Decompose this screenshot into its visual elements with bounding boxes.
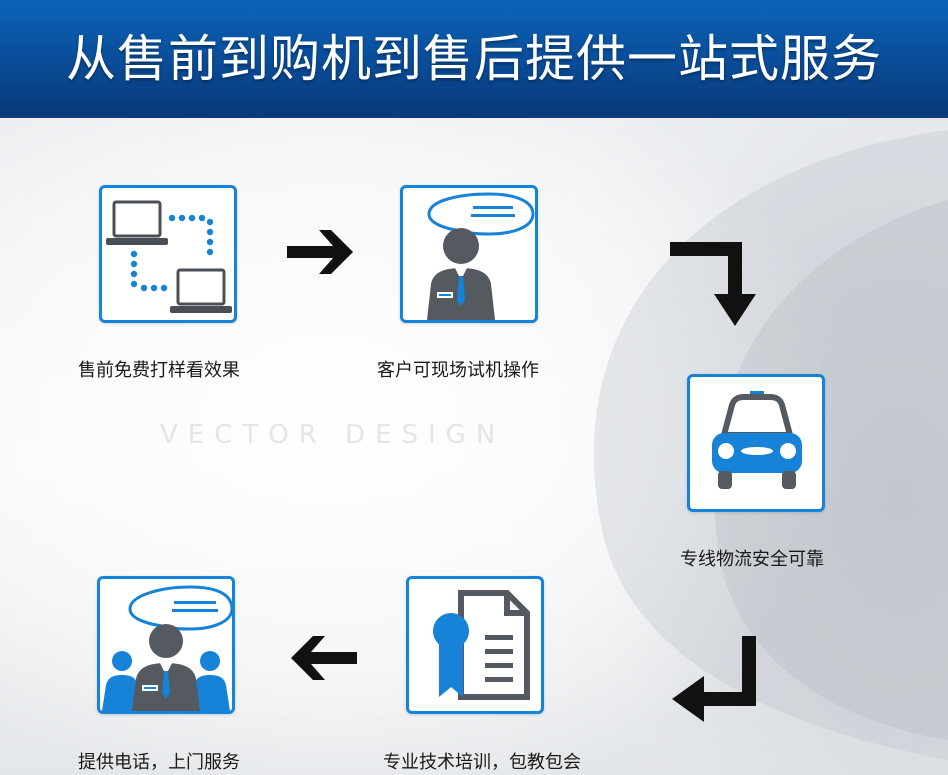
step-tile-training bbox=[406, 576, 544, 714]
step-tile-presale bbox=[99, 185, 237, 323]
step-caption-presale: 售前免费打样看效果 bbox=[78, 360, 240, 381]
arrow-left-icon bbox=[291, 636, 357, 680]
arrow-turn-down-icon bbox=[670, 242, 756, 326]
step-caption-training: 专业技术培训，包教包会 bbox=[383, 752, 581, 773]
service-team-icon bbox=[102, 585, 232, 711]
page-title: 从售前到购机到售后提供一站式服务 bbox=[66, 29, 882, 88]
laptops-connection-icon bbox=[106, 200, 232, 313]
step-tile-logistics bbox=[687, 374, 825, 512]
step-caption-trial: 客户可现场试机操作 bbox=[377, 360, 539, 381]
arrow-right-icon bbox=[287, 230, 353, 274]
car-icon bbox=[712, 391, 802, 489]
header-banner: 从售前到购机到售后提供一站式服务 bbox=[0, 0, 948, 118]
step-caption-logistics: 专线物流安全可靠 bbox=[680, 549, 824, 570]
step-caption-service: 提供电话，上门服务 bbox=[78, 752, 240, 773]
consultant-speech-icon bbox=[427, 192, 535, 320]
certificate-document-icon bbox=[433, 590, 530, 700]
arrow-turn-left-icon bbox=[672, 636, 756, 722]
watermark-text: VECTOR DESIGN bbox=[160, 420, 506, 450]
step-tile-service bbox=[97, 576, 235, 714]
step-tile-trial bbox=[400, 185, 538, 323]
